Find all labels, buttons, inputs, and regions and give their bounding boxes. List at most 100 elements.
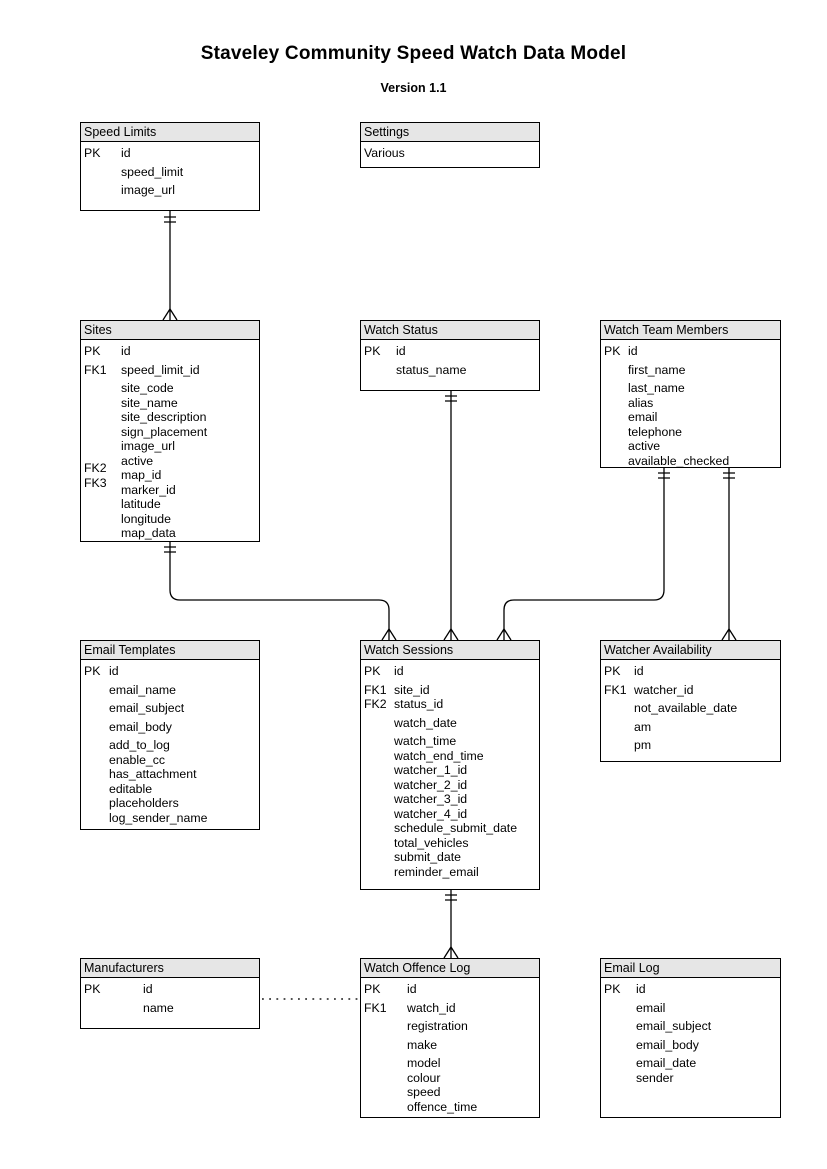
entity-title: Watch Offence Log [361,959,539,978]
field-key-label [604,396,628,411]
field-key-label [364,807,394,822]
field-name: watch_time [394,734,457,748]
field-key-label [364,778,394,793]
field-name: longitude [121,511,171,526]
field-name: email_subject [636,1019,712,1033]
field-name: marker_id [121,482,176,497]
field-name: active [628,439,661,453]
field-row: pm [604,738,778,753]
entity-fields: Various [361,142,539,161]
field-row: email_name [84,683,257,698]
field-row: model [364,1056,537,1071]
field-name: map_data [121,526,176,540]
field-name: watcher_2_id [394,777,468,792]
field-key-label [364,734,394,749]
field-key-label: FK1 [604,682,627,697]
field-key-label: FK1 [84,362,107,377]
entity-title: Email Templates [81,641,259,660]
field-row: email_date [604,1056,778,1071]
field-name: image_url [121,183,175,197]
field-key-label [364,1038,407,1053]
field-row: sender [604,1071,778,1086]
page-version: Version 1.1 [380,81,447,95]
field-row: submit_date [364,850,537,865]
field-row: enable_cc [84,753,257,768]
field-name: id [628,344,638,358]
field-row: site_name [84,396,257,411]
field-row: image_url [84,183,257,198]
field-key-label: FK1 [364,1000,387,1015]
field-key-label [604,738,634,753]
field-key-label [604,381,628,396]
field-name: speed [407,1085,441,1099]
field-key-label [84,425,121,440]
field-key-label [604,1019,636,1034]
field-row: telephone [604,425,778,440]
field-row: site_description [84,410,257,425]
connector-watch-sessions-watch-offence-log [443,890,459,959]
entity-title: Settings [361,123,539,142]
field-name: log_sender_name [109,810,208,825]
field-name: total_vehicles [394,835,469,850]
field-name: email_body [636,1037,699,1052]
field-key-label [84,381,121,396]
field-key-label [604,454,628,469]
field-row: speed [364,1085,537,1100]
field-row: status_name [364,363,537,378]
field-key-label: PK [604,664,621,678]
field-key-label [364,836,394,851]
field-row: longitude [84,512,257,527]
field-key-label [364,1100,407,1115]
field-key-label [364,363,396,378]
field-name: email [628,410,658,424]
field-name: id [396,344,406,358]
field-row: name [84,1001,257,1016]
field-name: email [636,1000,666,1015]
field-name: site_description [121,410,207,424]
field-key-label [84,782,109,797]
field-row: map_data [84,526,257,541]
field-name: first_name [628,362,686,377]
field-key-label [84,512,121,527]
field-key-label: FK1 [364,682,387,697]
field-key-label [84,439,121,454]
field-row: watcher_4_id [364,807,537,822]
field-row: latitude [84,497,257,512]
page-title: Staveley Community Speed Watch Data Mode… [200,43,627,64]
field-key-label: PK [364,344,381,358]
field-name: site_id [394,682,430,697]
field-name: sign_placement [121,424,208,439]
field-name: id [636,982,646,996]
field-key-label: PK [84,982,101,996]
field-name: editable [109,781,153,796]
field-name: watch_end_time [394,748,484,763]
field-key-label [84,811,109,826]
field-key-label [84,701,109,716]
field-name: am [634,719,652,734]
entity-title: Watch Sessions [361,641,539,660]
field-name: email_subject [109,701,185,715]
field-name: alias [628,395,654,410]
entity-fields: PK id status_name [361,340,539,377]
connector-sites-watch-sessions [164,542,397,641]
field-row: add_to_log [84,738,257,753]
field-key-label [604,701,634,716]
field-key-label [84,767,109,782]
field-key-label [84,183,121,198]
field-row: log_sender_name [84,811,257,826]
field-name: id [407,982,417,996]
field-key-label [84,410,121,425]
field-name: site_code [121,381,174,395]
field-name: schedule_submit_date [394,821,518,835]
entity-settings: Settings Various [360,122,540,168]
field-row: email [604,1001,778,1016]
